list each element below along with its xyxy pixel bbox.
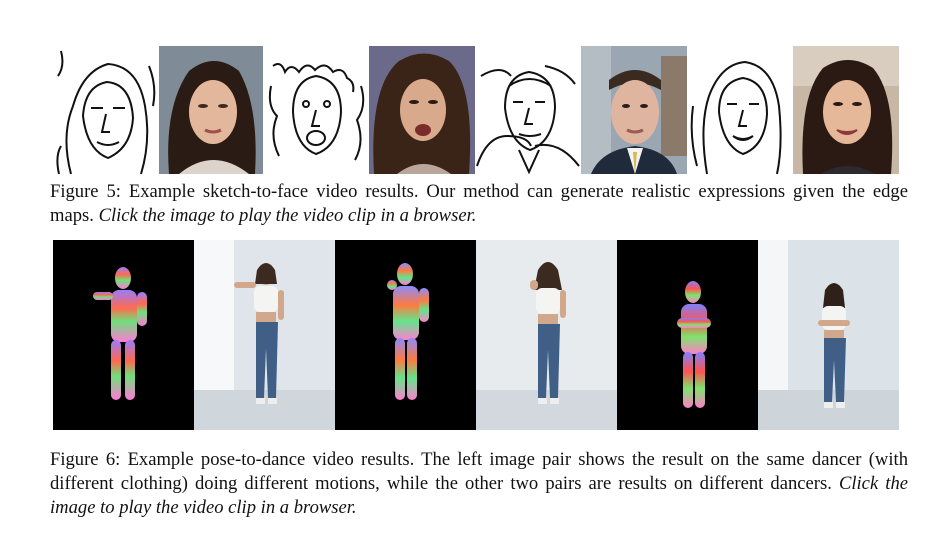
face-image-3[interactable]	[581, 46, 687, 174]
face-image-1[interactable]	[159, 46, 263, 174]
sketch-image-1[interactable]	[53, 46, 159, 174]
pose-image-2[interactable]	[335, 240, 476, 430]
dancer-image-3[interactable]	[758, 240, 899, 430]
figure5-text: Example sketch-to-face video results. Ou…	[50, 181, 908, 226]
dancer-image-2[interactable]	[476, 240, 617, 430]
figure6-image-strip[interactable]	[53, 240, 899, 430]
figure5-label: Figure 5:	[50, 181, 121, 202]
face-image-4[interactable]	[793, 46, 899, 174]
dancer-image-1[interactable]	[194, 240, 335, 430]
figure6-text: Example pose-to-dance video results. The…	[50, 449, 908, 494]
sketch-image-3[interactable]	[475, 46, 581, 174]
figure6-label: Figure 6:	[50, 449, 121, 470]
figure5-play-link[interactable]: Click the image to play the video clip i…	[98, 205, 477, 226]
sketch-image-2[interactable]	[263, 46, 369, 174]
figure6-play-link[interactable]: Click the image to play the video clip i…	[50, 473, 908, 518]
sketch-image-4[interactable]	[687, 46, 793, 174]
figure5-caption: Figure 5: Example sketch-to-face video r…	[50, 180, 908, 228]
pose-image-1[interactable]	[53, 240, 194, 430]
figure6-caption: Figure 6: Example pose-to-dance video re…	[50, 448, 908, 520]
pose-image-3[interactable]	[617, 240, 758, 430]
face-image-2[interactable]	[369, 46, 475, 174]
figure5-image-strip[interactable]	[53, 46, 899, 174]
